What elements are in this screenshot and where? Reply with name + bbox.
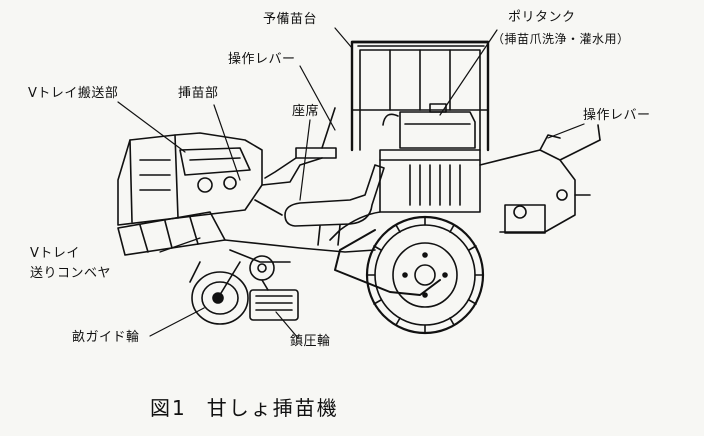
- label-v-tray-feed-conveyor-line2: 送りコンベヤ: [30, 266, 112, 281]
- v-tray-conveyor-unit-shape: [117, 132, 263, 226]
- ridge-guide-wheel-shape: [189, 261, 249, 325]
- label-v-tray-conveyor-unit: Vトレイ搬送部: [28, 86, 119, 101]
- figure-title: 甘しょ挿苗機: [206, 396, 339, 420]
- rear-handle-assembly: [479, 124, 601, 234]
- transplanter-diagram: [117, 27, 601, 339]
- reserve-seedling-stand-frame: [350, 40, 490, 152]
- figure-number: 図1: [150, 396, 187, 420]
- label-v-tray-feed-conveyor-line1: Vトレイ: [30, 246, 80, 261]
- label-control-lever-top: 操作レバー: [228, 52, 296, 67]
- leader-lines: [117, 27, 585, 339]
- label-poly-tank-note: （挿苗爪洗浄・灌水用）: [492, 32, 630, 46]
- label-press-wheel: 鎮圧輪: [290, 334, 331, 349]
- control-lever-top-shape: [264, 107, 337, 179]
- chassis-frame: [224, 157, 376, 263]
- main-body: [329, 149, 481, 241]
- label-poly-tank: ポリタンク: [508, 10, 576, 25]
- press-wheel-shape: [249, 255, 299, 321]
- label-seat: 座席: [292, 104, 320, 119]
- drive-wheel-shape: [334, 215, 485, 335]
- poly-tank-shape: [382, 103, 476, 149]
- seat-shape: [284, 164, 385, 246]
- label-ridge-guide-wheel: 畝ガイド輪: [72, 330, 140, 345]
- label-planting-unit: 挿苗部: [178, 86, 219, 101]
- label-reserve-seedling-stand: 予備苗台: [263, 12, 318, 27]
- label-control-lever-right: 操作レバー: [583, 108, 651, 123]
- figure-caption: 図1 甘しょ挿苗機: [150, 392, 339, 421]
